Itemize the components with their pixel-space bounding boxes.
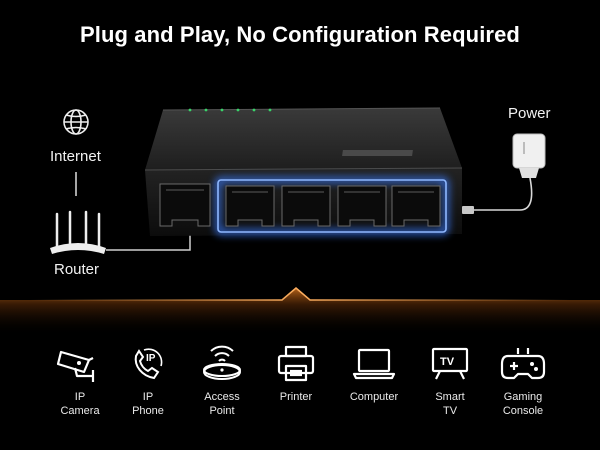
- orange-glow-band: [0, 286, 600, 335]
- access-point-icon: [203, 345, 241, 380]
- device-label-smart-tv: Smart TV: [435, 391, 465, 417]
- svg-text:IP: IP: [146, 353, 156, 364]
- device-label-ip-phone: IP Phone: [132, 391, 164, 417]
- smart-tv-icon: TV: [431, 347, 469, 380]
- router-cable: [106, 232, 191, 251]
- device-label-printer: Printer: [279, 391, 313, 403]
- ip-phone-icon: IP: [134, 348, 163, 380]
- device-label-ip-camera: IP Camera: [60, 391, 100, 417]
- router-label: Router: [54, 261, 100, 278]
- ip-camera-icon: [56, 350, 95, 382]
- internet-label: Internet: [50, 148, 101, 165]
- device-label-gaming-console: Gaming Console: [502, 391, 544, 417]
- power-label: Power: [508, 105, 551, 122]
- globe-icon: [63, 109, 89, 135]
- printer-icon: [277, 345, 315, 382]
- power-plug: [462, 206, 474, 214]
- page-title: Plug and Play, No Configuration Required: [80, 22, 520, 47]
- device-label-computer: Computer: [349, 391, 399, 403]
- computer-icon: [352, 348, 396, 380]
- status-leds: [188, 108, 272, 112]
- power-adapter-icon: [512, 133, 546, 178]
- gaming-console-icon: [500, 348, 546, 380]
- svg-text:TV: TV: [440, 356, 455, 368]
- device-label-access-point: Access Point: [204, 391, 240, 417]
- router-icon: [50, 210, 106, 254]
- network-switch: [144, 107, 463, 236]
- power-cable: [470, 177, 533, 211]
